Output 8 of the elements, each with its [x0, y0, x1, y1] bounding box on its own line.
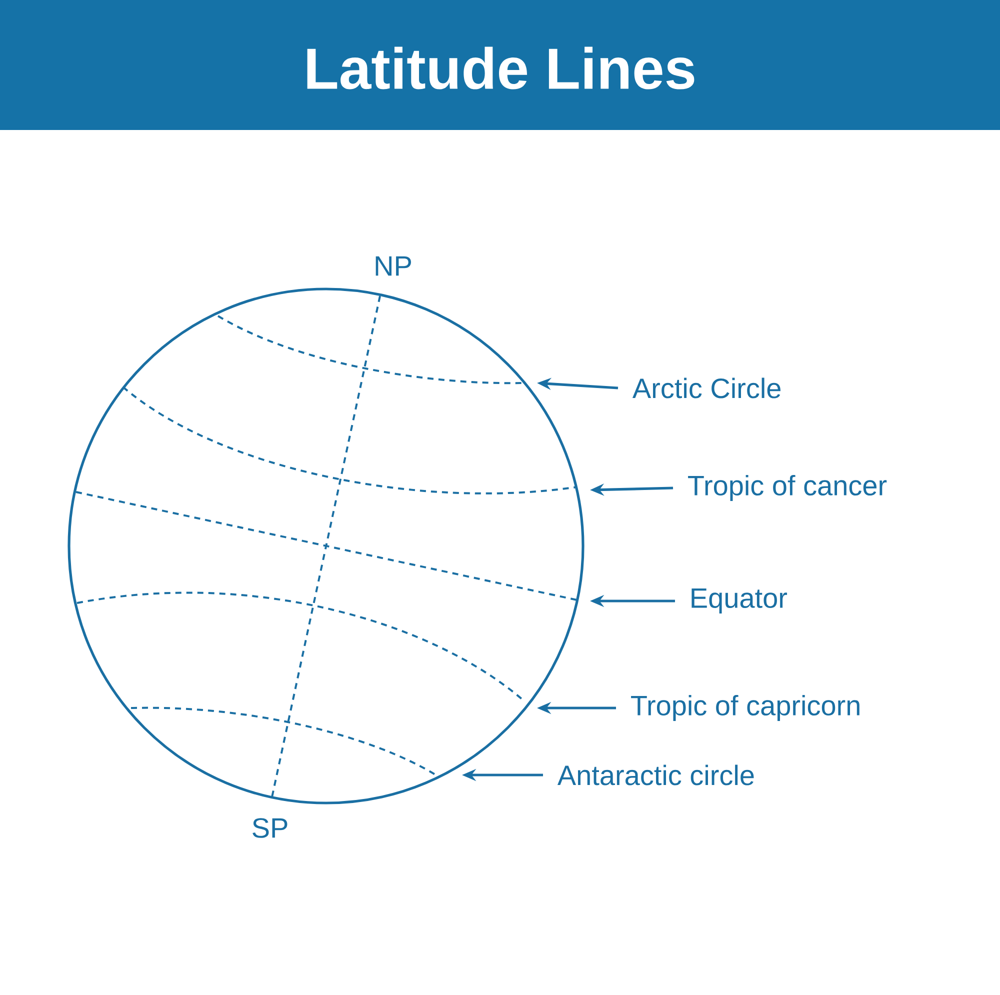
pole-label: SP: [252, 818, 288, 838]
leader-label: Arctic Circle: [632, 378, 780, 398]
pole-label: NP: [376, 256, 411, 276]
leader-label: Tropic of capricorn: [631, 694, 860, 722]
leader-label: Equator: [692, 588, 788, 614]
title-banner: Latitude Lines: [0, 0, 1000, 130]
leader-label: Antaractic circle: [557, 764, 754, 786]
leader-label: Tropic of cancer: [688, 474, 887, 502]
